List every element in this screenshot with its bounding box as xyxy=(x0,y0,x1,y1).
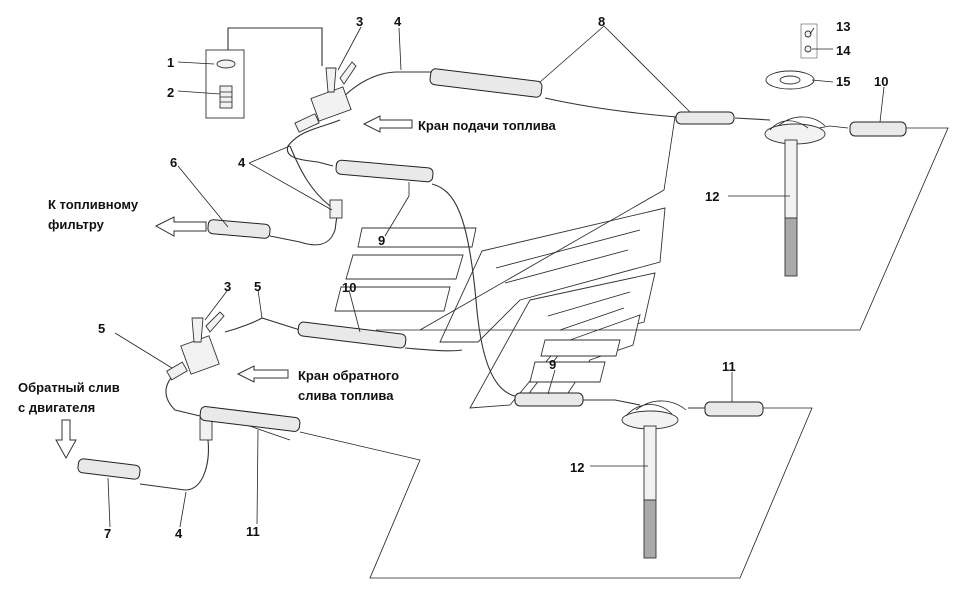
callout-6: 6 xyxy=(170,155,177,170)
callout-9-upper: 9 xyxy=(378,233,385,248)
callout-14: 14 xyxy=(836,43,851,58)
caption-return-drain-line1: Обратный слив xyxy=(18,380,120,395)
caption-return-valve-line2: слива топлива xyxy=(298,388,394,403)
fuel-intake-upper xyxy=(764,23,826,277)
arrow-left-icon xyxy=(236,365,289,383)
callout-5-upper: 5 xyxy=(254,279,261,294)
callout-7: 7 xyxy=(104,526,111,541)
captions: Кран подачи топлива К топливному фильтру… xyxy=(18,118,557,415)
pipes xyxy=(77,68,907,480)
callout-4-middle: 4 xyxy=(238,155,246,170)
callout-10-upper: 10 xyxy=(874,74,888,89)
callout-2: 2 xyxy=(167,85,174,100)
callout-12-upper: 12 xyxy=(705,189,719,204)
arrow-left-icon xyxy=(154,216,207,237)
callout-1: 1 xyxy=(167,55,174,70)
callout-15: 15 xyxy=(836,74,850,89)
return-valve xyxy=(166,311,225,441)
callout-12-lower: 12 xyxy=(570,460,584,475)
caption-to-filter-line1: К топливному xyxy=(48,197,139,212)
arrow-left-icon xyxy=(362,115,413,133)
kamaz-logo-icon xyxy=(334,207,666,409)
callout-9-lower: 9 xyxy=(549,357,556,372)
supply-valve xyxy=(205,49,357,219)
caption-return-valve-line1: Кран обратного xyxy=(298,368,399,383)
callout-4-upper: 4 xyxy=(394,14,402,29)
callout-11-right: 11 xyxy=(722,359,736,374)
callout-11-left: 11 xyxy=(246,524,260,539)
fuel-intake-lower xyxy=(621,400,687,559)
callout-3-lower: 3 xyxy=(224,279,231,294)
callout-8: 8 xyxy=(598,14,605,29)
caption-to-filter-line2: фильтру xyxy=(48,217,105,232)
leader-lines xyxy=(107,25,885,528)
caption-supply-valve: Кран подачи топлива xyxy=(418,118,557,133)
caption-return-drain-line2: с двигателя xyxy=(18,400,95,415)
callout-3-upper: 3 xyxy=(356,14,363,29)
callout-13: 13 xyxy=(836,19,850,34)
callout-4-lower: 4 xyxy=(175,526,183,541)
arrow-down-icon xyxy=(55,419,77,460)
callout-numbers: 1 2 3 4 8 13 14 15 10 12 4 6 9 3 5 10 5 … xyxy=(98,14,888,541)
callout-5-lower: 5 xyxy=(98,321,105,336)
callout-10-lower: 10 xyxy=(342,280,356,295)
